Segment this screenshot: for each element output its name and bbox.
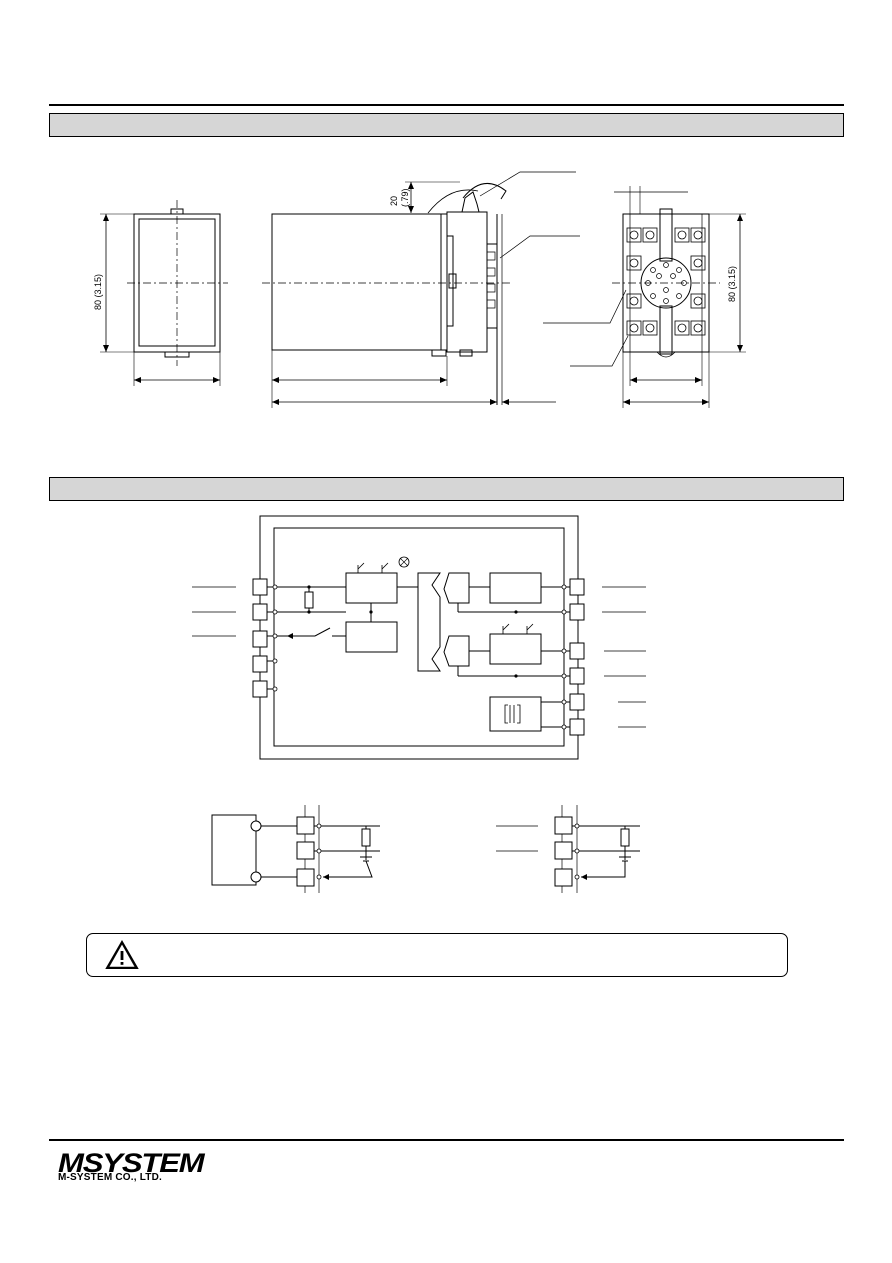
top-rule bbox=[49, 104, 844, 106]
side-view bbox=[262, 171, 580, 408]
company-name: M-SYSTEM CO., LTD. bbox=[58, 1172, 162, 1183]
clearance-dim-mm: 20 bbox=[389, 196, 399, 206]
socket-height-dim: 80 (3.15) bbox=[727, 266, 737, 302]
footer-rule bbox=[49, 1139, 844, 1141]
section-header-dimensions bbox=[49, 113, 844, 137]
caution-box bbox=[86, 933, 788, 977]
front-view bbox=[100, 200, 228, 386]
company-logo: MSYSTEM bbox=[58, 1148, 205, 1178]
input-connection-external bbox=[496, 805, 640, 893]
clearance-dim-in: (.79) bbox=[400, 188, 410, 207]
warning-icon bbox=[105, 940, 139, 969]
input-connection-sensor bbox=[211, 805, 380, 893]
front-height-dim: 80 (3.15) bbox=[93, 274, 103, 310]
socket-view bbox=[543, 186, 746, 408]
section-header-schematic bbox=[49, 477, 844, 501]
schematic-diagram bbox=[192, 515, 646, 760]
